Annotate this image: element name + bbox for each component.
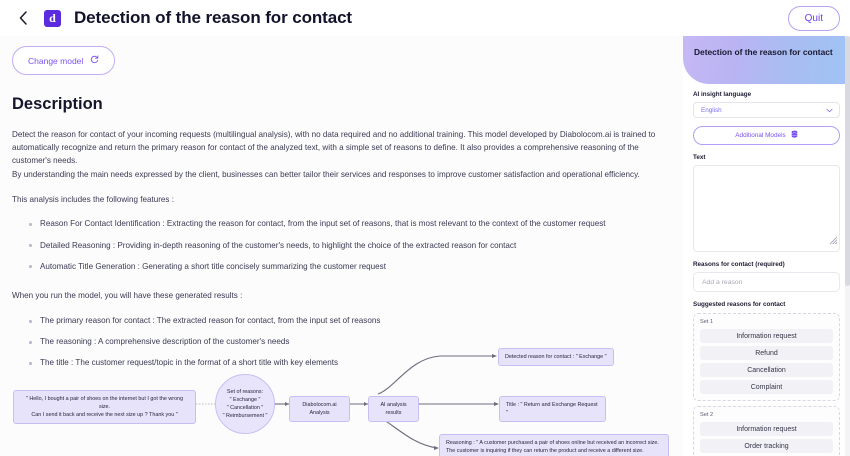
- panel-title: Detection of the reason for contact: [694, 47, 833, 57]
- change-model-button[interactable]: Change model: [12, 46, 116, 75]
- change-model-label: Change model: [28, 55, 84, 66]
- top-bar: d Detection of the reason for contact Qu…: [0, 0, 850, 36]
- features-list: Reason For Contact Identification : Extr…: [29, 214, 683, 277]
- language-select[interactable]: English: [693, 102, 840, 118]
- additional-models-button[interactable]: Additional Models: [693, 126, 840, 145]
- quit-button[interactable]: Quit: [787, 6, 840, 31]
- list-item: The reasoning : A comprehensive descript…: [29, 332, 683, 353]
- reasons-label: Reasons for contact (required): [693, 261, 785, 268]
- diagram-node-analysis: Diabolocom.ai Analysis: [289, 396, 350, 423]
- page-title: Detection of the reason for contact: [74, 8, 352, 27]
- reason-placeholder: Add a reason: [702, 278, 743, 286]
- diagram-node-input: " Hello, I bought a pair of shoes on the…: [13, 390, 196, 425]
- database-icon: [791, 130, 798, 141]
- language-label: AI insight language: [693, 91, 752, 98]
- panel-body: AI insight language English Additional M…: [683, 84, 850, 456]
- panel-header: Detection of the reason for contact: [683, 36, 850, 84]
- additional-models-label: Additional Models: [735, 132, 786, 139]
- list-item: The primary reason for contact : The ext…: [29, 311, 683, 332]
- text-input[interactable]: [693, 165, 840, 252]
- suggested-reason-chip[interactable]: Refund: [700, 346, 833, 360]
- results-intro: When you run the model, you will have th…: [12, 291, 243, 301]
- diagram-node-reasoning: Reasoning : " A customer purchased a pai…: [439, 434, 669, 456]
- list-item: The title : The customer request/topic i…: [29, 353, 683, 374]
- suggested-reason-chip[interactable]: Complaint: [700, 380, 833, 394]
- results-list: The primary reason for contact : The ext…: [29, 311, 683, 374]
- brand-logo: d: [44, 9, 61, 27]
- chevron-left-icon: [18, 11, 29, 25]
- suggested-reason-chip[interactable]: Order tracking: [700, 439, 833, 453]
- refresh-icon: [90, 55, 99, 66]
- suggested-reason-chip[interactable]: Information request: [700, 329, 833, 343]
- set-title: Set 1: [700, 319, 714, 325]
- description-paragraph: Detect the reason for contact of your in…: [12, 130, 656, 179]
- list-item: Automatic Title Generation : Generating …: [29, 256, 683, 277]
- features-intro: This analysis includes the following fea…: [12, 194, 174, 204]
- chevron-down-icon: [826, 108, 833, 115]
- diagram-node-reasons: Set of reasons: " Exchange " " Cancellat…: [215, 374, 275, 434]
- diagram-node-detected-reason: Detected reason for contact : " Exchange…: [498, 348, 614, 367]
- suggested-reasons-label: Suggested reasons for contact: [693, 301, 786, 308]
- scrollbar-thumb[interactable]: [845, 36, 850, 286]
- list-item: Reason For Contact Identification : Extr…: [29, 214, 683, 235]
- flow-diagram: " Hello, I bought a pair of shoes on the…: [0, 336, 683, 456]
- resize-handle-icon[interactable]: [829, 232, 838, 250]
- language-value: English: [701, 106, 722, 114]
- suggested-set-1: Set 1 Information request Refund Cancell…: [693, 313, 840, 401]
- suggested-reason-chip[interactable]: Cancellation: [700, 363, 833, 377]
- reason-input[interactable]: Add a reason: [693, 272, 840, 292]
- diagram-node-results: AI analysis results: [368, 396, 419, 423]
- description-heading: Description: [12, 95, 103, 113]
- set-title: Set 2: [700, 412, 714, 418]
- suggested-set-2: Set 2 Information request Order tracking: [693, 406, 840, 456]
- back-button[interactable]: [10, 5, 36, 31]
- right-panel: Detection of the reason for contact AI i…: [683, 36, 850, 456]
- diagram-node-title: Title : " Return and Exchange Request ": [499, 396, 606, 423]
- main-content: Change model Description Detect the reas…: [0, 36, 683, 456]
- suggested-reason-chip[interactable]: Information request: [700, 422, 833, 436]
- text-label: Text: [693, 154, 706, 161]
- list-item: Detailed Reasoning : Providing in-depth …: [29, 235, 683, 256]
- page-scrollbar[interactable]: [845, 36, 850, 456]
